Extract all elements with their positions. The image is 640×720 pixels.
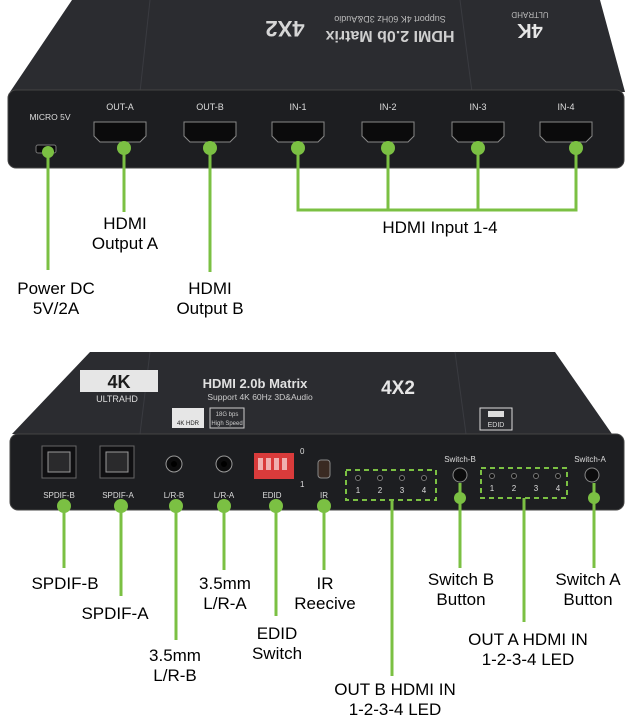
port-label-in-1: IN-1 [289, 102, 306, 112]
top-callout-dots [42, 141, 583, 158]
led-b-num-1: 1 [356, 486, 361, 495]
callout-edid: EDID Switch [251, 624, 303, 663]
top-callout-lines [46, 150, 578, 272]
top-case-subtitle: Support 4K 60Hz 3D&Audio [334, 14, 446, 24]
led-b-num-2: 2 [378, 486, 383, 495]
callout-lr-a: 3.5mm L/R-A [199, 574, 251, 613]
port-label-switch-b: Switch-B [444, 455, 476, 464]
bottom-case-brand-ultra: ULTRAHD [96, 394, 138, 404]
port-label-in-3: IN-3 [469, 102, 486, 112]
port-label-out-b: OUT-B [196, 102, 224, 112]
led-b-num-4: 4 [422, 486, 427, 495]
led-a-num-3: 3 [534, 484, 539, 493]
bottom-case-model: 4X2 [381, 378, 415, 399]
port-label-lr-b: L/R-B [164, 491, 184, 500]
top-case-model: 4X2 [265, 16, 304, 41]
callout-switch-b: Switch B Button [427, 570, 495, 609]
callout-spdif-a: SPDIF-A [81, 604, 149, 623]
callout-hdmi-output-a: HDMI Output A [91, 214, 159, 253]
callout-led-b: OUT B HDMI IN 1-2-3-4 LED [334, 680, 456, 719]
port-label-in-2: IN-2 [379, 102, 396, 112]
port-label-out-a: OUT-A [106, 102, 134, 112]
bottom-case-surface [12, 352, 612, 434]
dip-mark-0: 0 [300, 447, 305, 456]
led-b-num-3: 3 [400, 486, 405, 495]
top-case-surface [10, 0, 625, 92]
port-label-switch-a: Switch-A [574, 455, 606, 464]
callout-ir: IR Reecive [294, 574, 356, 613]
callout-hdmi-input: HDMI Input 1-4 [382, 218, 498, 237]
top-case-brand-4k: 4K [517, 19, 543, 41]
led-a-num-2: 2 [512, 484, 517, 493]
bottom-case-badge-left: 4K HDR [177, 421, 200, 427]
bottom-case-edid-box: EDID [488, 422, 505, 429]
bottom-device-image: 4K ULTRAHD HDMI 2.0b Matrix Support 4K 6… [9, 351, 625, 676]
top-hdmi-ports [93, 121, 593, 143]
bottom-callout-dots [57, 492, 600, 513]
callout-lr-b: 3.5mm L/R-B [149, 646, 201, 685]
bottom-case-front [9, 433, 625, 511]
port-label-in-4: IN-4 [557, 102, 574, 112]
bottom-case-badge-rt: 18G bps [216, 412, 239, 418]
top-device-image: HDMI 2.0b Matrix Support 4K 60Hz 3D&Audi… [7, 0, 625, 272]
port-label-lr-a: L/R-A [214, 491, 235, 500]
dip-mark-1: 1 [300, 480, 305, 489]
bottom-case-title: HDMI 2.0b Matrix [203, 376, 309, 391]
top-case-title: HDMI 2.0b Matrix [325, 27, 454, 44]
port-label-micro: MICRO 5V [29, 112, 70, 122]
port-label-ir: IR [320, 491, 328, 500]
port-label-spdif-b: SPDIF-B [43, 491, 75, 500]
led-a-num-1: 1 [490, 484, 495, 493]
port-label-edid: EDID [262, 491, 281, 500]
callout-power: Power DC 5V/2A [17, 279, 95, 318]
bottom-case-badge-rb: High Speed [211, 421, 242, 427]
led-a-num-4: 4 [556, 484, 561, 493]
bottom-case-brand-4k: 4K [107, 372, 130, 392]
port-label-spdif-a: SPDIF-A [102, 491, 134, 500]
bottom-case-subtitle: Support 4K 60Hz 3D&Audio [207, 392, 313, 402]
callout-led-a: OUT A HDMI IN 1-2-3-4 LED [468, 630, 588, 669]
top-case-print: HDMI 2.0b Matrix Support 4K 60Hz 3D&Audi… [265, 10, 548, 44]
bottom-callout-lines [62, 483, 596, 676]
callout-spdif-b: SPDIF-B [31, 574, 99, 593]
top-case-brand-ultra: ULTRAHD [511, 10, 548, 19]
callout-switch-a: Switch A Button [555, 570, 621, 609]
callout-hdmi-output-b: HDMI Output B [176, 279, 244, 318]
